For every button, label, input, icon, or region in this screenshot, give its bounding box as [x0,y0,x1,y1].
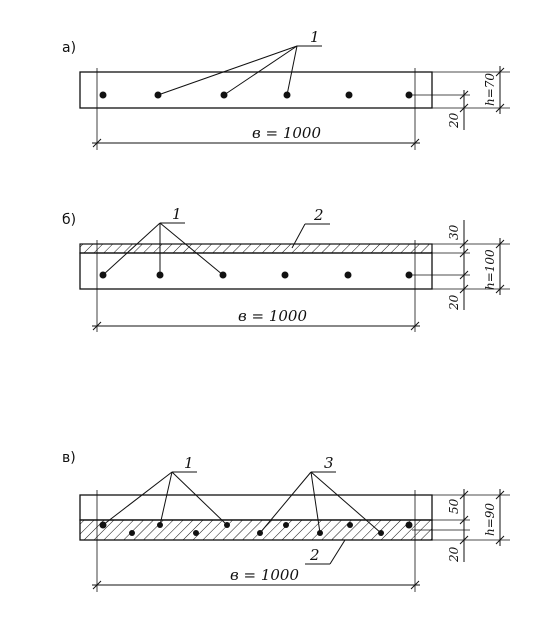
panel-b-slab [79,252,433,290]
panel-b-bars [99,271,413,279]
panel-c-height-label: h=90 [483,503,497,536]
panel-c-callout-2: 2 [309,546,320,564]
panel-c-label: в) [62,450,76,466]
panel-b-callout-1: 1 [172,205,182,223]
panel-c-cover-label: 20 [447,546,461,563]
panel-b-cover-label: 20 [447,294,461,311]
rebar-dot [405,521,413,529]
panel-c-width-dimension [92,580,420,590]
panel-a-bars [99,91,413,99]
panel-c-leader-2 [305,539,346,565]
panel-c: в) 1 [62,450,510,592]
rebar-dot [99,91,107,99]
panel-b-callout-2: 2 [313,206,324,224]
rebar-dot [405,271,413,279]
panel-a-height-dimension [412,66,510,130]
panel-a-leader-1 [157,45,322,96]
panel-a-label: а) [62,40,76,56]
rebar-dot [193,530,199,536]
panel-c-height-dimension [412,489,510,562]
panel-c-callout-3: 3 [324,454,334,472]
panel-b-width-label: в = 1000 [238,307,307,325]
rebar-dot [345,91,353,99]
rebar-dot [405,91,413,99]
panel-c-upper-slab [79,494,433,521]
panel-a-callout-1: 1 [310,28,320,46]
panel-b: б) 1 2 [62,205,510,332]
panel-b-leader-1 [102,222,224,276]
panel-b-top-layer-label: 30 [447,224,461,240]
panel-a-width-label: в = 1000 [252,124,321,142]
rebar-dot [129,530,135,536]
panel-c-hatched-layer [79,519,433,541]
panel-a-height-label: h=70 [483,73,497,106]
panel-c-leader-1 [102,471,228,526]
panel-a: а) 1 в = 1000 [62,28,510,150]
panel-b-height-label: h=100 [483,249,497,290]
panel-c-top-layer-label: 50 [447,498,461,514]
panel-a-slab [79,71,433,109]
panel-b-width-dimension [92,321,420,331]
panel-c-width-label: в = 1000 [230,566,299,584]
panel-a-cover-label: 20 [447,112,461,129]
panel-a-width-dimension [92,138,420,148]
panel-b-top-layer [79,243,433,254]
rebar-dot [281,271,289,279]
rebar-dot [283,522,289,528]
panel-c-bars [99,521,413,536]
panel-c-callout-1: 1 [184,454,194,472]
rebar-dot [344,271,352,279]
panel-b-leader-2 [291,223,330,249]
panel-b-label: б) [62,212,76,228]
rebar-dot [347,522,353,528]
panel-c-leader-3 [259,471,382,534]
panel-b-height-dimension [412,220,510,310]
